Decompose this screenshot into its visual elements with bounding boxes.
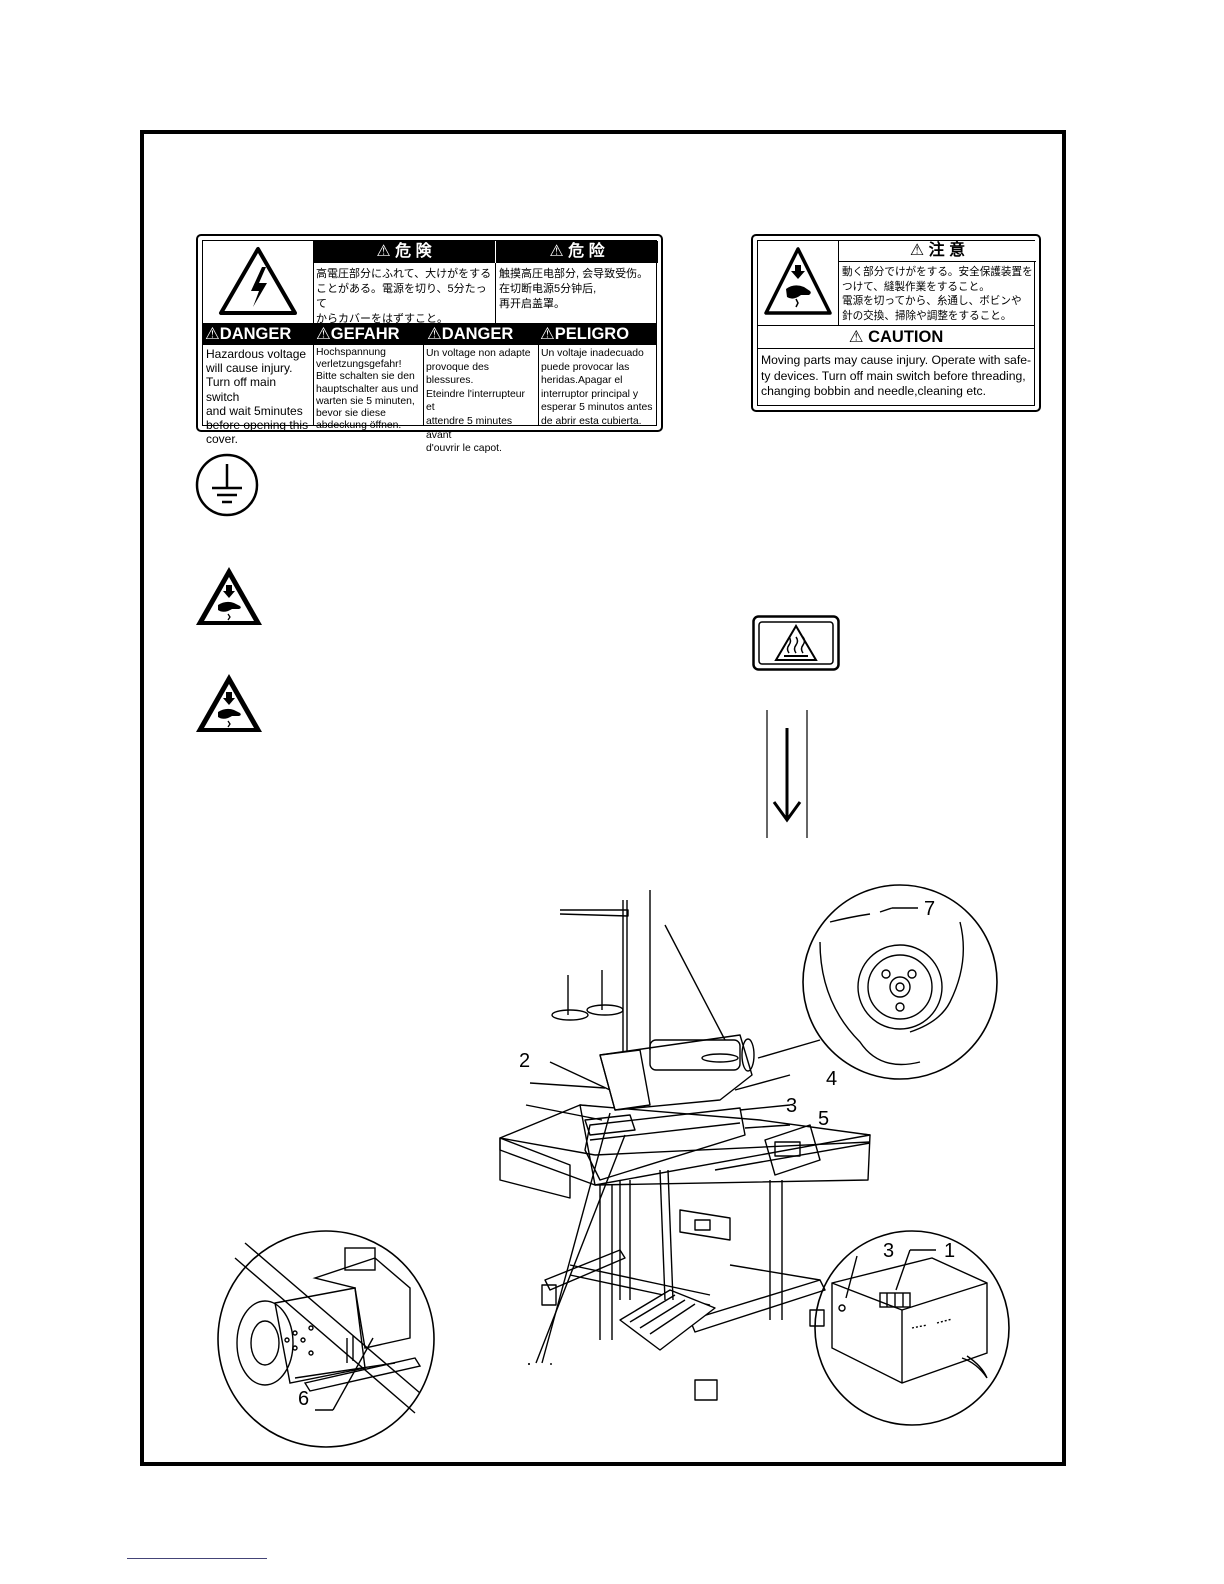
danger-label: ⚠ 危 険 ⚠ 危 险 高電圧部分にふれて、大けがをすることがある。電源を切り、…	[196, 234, 663, 455]
caution-text: Moving parts may cause injury. Operate w…	[761, 353, 1032, 398]
down-arrow-icon	[766, 710, 808, 838]
page-frame	[140, 130, 1066, 1466]
hand-crush-icon	[194, 565, 264, 627]
callout-7: 7	[924, 898, 936, 920]
caution-label: ⚠ 注 意 動く部分でけがをする。安全保護装置をつけて、縫製作業をすること。電源…	[751, 234, 1041, 412]
heading-danger-fr: ⚠DANGER	[427, 325, 514, 343]
motor-detail-circle	[215, 1228, 437, 1450]
footer-rule	[127, 1558, 267, 1559]
control-box-detail-circle	[812, 1228, 1012, 1428]
hot-surface-icon	[752, 615, 840, 671]
bobbin-detail-circle	[800, 882, 1000, 1082]
sewing-machine-illustration	[490, 880, 1050, 1508]
jp-heading-2: ⚠ 危 险	[496, 241, 658, 263]
callout-4: 4	[826, 1068, 838, 1090]
jp-text-2: 触摸高圧电部分, 会导致受伤。在切断电源5分钟后,再开启盖罩。	[499, 268, 649, 310]
callout-1: 1	[944, 1240, 956, 1262]
caution-jp-text: 動く部分でけがをする。安全保護装置をつけて、縫製作業をすること。電源を切ってから…	[842, 266, 1033, 322]
callout-6: 6	[298, 1388, 310, 1410]
danger-heading-bar: ⚠DANGER ⚠GEFAHR ⚠DANGER ⚠PELIGRO	[203, 323, 656, 345]
hand-crush-icon	[758, 241, 838, 325]
callout-5: 5	[818, 1108, 830, 1130]
caution-heading: ⚠ CAUTION	[758, 325, 1034, 349]
callout-2: 2	[519, 1050, 531, 1072]
heading-peligro: ⚠PELIGRO	[540, 325, 630, 343]
jp-text-1: 高電圧部分にふれて、大けがをすることがある。電源を切り、5分たってからカバーをは…	[316, 268, 492, 325]
heading-danger-en: ⚠DANGER	[205, 325, 292, 343]
callout-3-box: 3	[883, 1240, 895, 1262]
hand-crush-icon	[194, 672, 264, 734]
electric-shock-icon	[203, 241, 313, 323]
heading-gefahr: ⚠GEFAHR	[316, 325, 400, 343]
ground-symbol-icon	[194, 452, 260, 518]
jp-heading-1: ⚠ 危 険	[313, 241, 495, 263]
caution-jp-heading: ⚠ 注 意	[839, 241, 1036, 262]
callout-3: 3	[786, 1095, 798, 1117]
